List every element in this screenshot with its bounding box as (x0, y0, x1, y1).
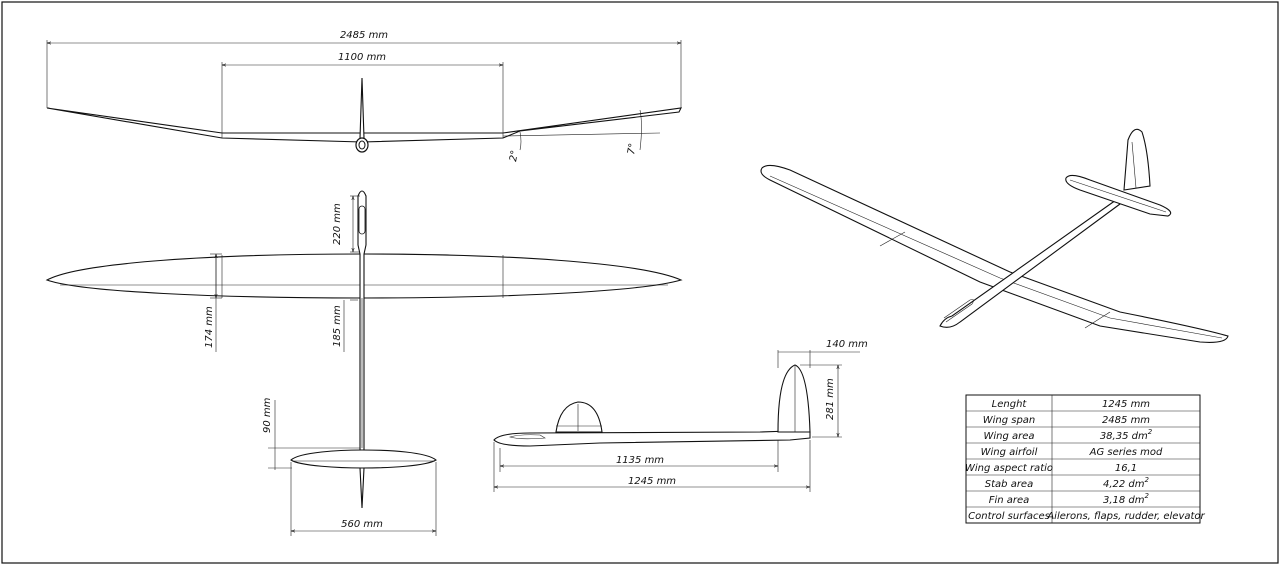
dim-overall-length: 1245 mm (628, 476, 676, 487)
dim-nose-length: 220 mm (332, 203, 343, 245)
spec-label: Wing airfoil (981, 447, 1038, 458)
spec-label: Lenght (992, 399, 1028, 410)
iso-stab (1065, 174, 1172, 217)
side-view: 140 mm 281 mm 1135 mm 1245 mm (493, 339, 868, 492)
spec-value: Ailerons, flaps, rudder, elevator (1046, 511, 1205, 522)
spec-label: Control surfaces (968, 511, 1050, 522)
dim-center-span: 1100 mm (338, 52, 386, 63)
fuselage-side (493, 430, 811, 447)
iso-fin (1123, 128, 1151, 191)
spec-value: 38,35 dm2 (1100, 428, 1153, 442)
spec-value: 4,22 dm2 (1103, 476, 1150, 490)
fin-top (359, 467, 365, 509)
dim-tail-length: 1135 mm (616, 455, 664, 466)
fuselage-front (355, 137, 369, 153)
spec-value: AG series mod (1089, 447, 1163, 458)
spec-value: 16,1 (1115, 463, 1137, 474)
spec-label: Wing area (983, 431, 1034, 442)
fin-side (777, 364, 811, 433)
dim-stab-span: 560 mm (341, 519, 383, 530)
spec-label: Fin area (989, 495, 1030, 506)
dim-total-span: 2485 mm (340, 30, 388, 41)
front-view: 2485 mm 1100 mm 2° 7° (46, 30, 682, 163)
spec-value: 1245 mm (1102, 399, 1150, 410)
spec-label: Wing span (983, 415, 1036, 426)
fin-front (359, 77, 365, 139)
dim-stab-offset: 90 mm (262, 397, 273, 433)
dim-root-chord: 174 mm (204, 306, 215, 348)
dim-wing-tail-gap: 185 mm (332, 305, 343, 347)
dim-dihedral-inner: 2° (508, 149, 521, 162)
top-view: 220 mm 174 mm 185 mm 90 mm 560 mm (45, 190, 683, 536)
dim-fin-chord: 140 mm (826, 339, 868, 350)
iso-wing (760, 164, 1229, 343)
spec-value: 3,18 dm2 (1103, 492, 1150, 506)
spec-value: 2485 mm (1102, 415, 1150, 426)
stab-planform (290, 449, 437, 469)
spec-label: Stab area (985, 479, 1033, 490)
dim-dihedral-outer: 7° (626, 142, 639, 155)
spec-label: Wing aspect ratio (965, 463, 1053, 474)
spec-table: Lenght 1245 mm Wing span 2485 mm Wing ar… (965, 394, 1206, 524)
isometric-view (760, 128, 1229, 343)
dim-fin-height: 281 mm (825, 378, 836, 420)
canopy-side (555, 401, 603, 433)
